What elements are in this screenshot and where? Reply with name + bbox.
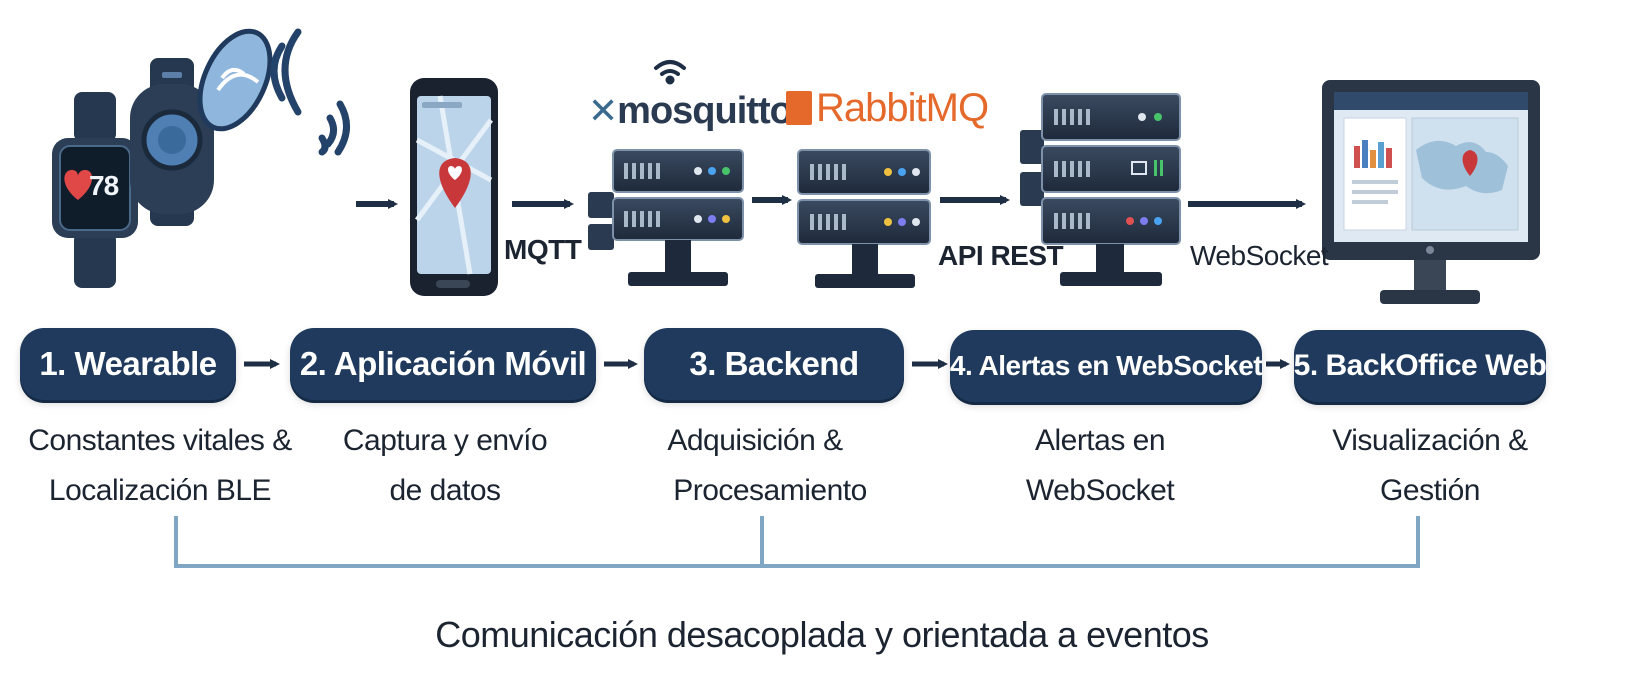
description-line: Constantes vitales & xyxy=(28,424,292,457)
flow-arrows-top xyxy=(356,195,1306,209)
watch-heart-rate: 78 xyxy=(89,170,119,201)
stage-wearable: 1. Wearable xyxy=(20,328,236,400)
description-line: Alertas en xyxy=(1034,424,1166,457)
description-line: WebSocket xyxy=(1025,474,1175,507)
server-icon xyxy=(588,149,744,286)
monitor-icon xyxy=(1322,80,1540,304)
signal-waves-icon xyxy=(270,28,350,156)
protocol-mqtt-label: MQTT xyxy=(504,234,582,265)
ble-beacon-icon xyxy=(130,28,273,226)
stage-websocket-alerts-description: Alertas en WebSocket xyxy=(960,416,1240,516)
footer-caption: Comunicación desacoplada y orientada a e… xyxy=(435,614,1209,655)
stage-backend-description: Adquisición & Procesamiento xyxy=(630,416,910,516)
description-line: Captura y envío xyxy=(342,424,548,457)
description-line: de datos xyxy=(389,474,501,507)
heart-icon xyxy=(64,170,93,200)
smartwatch-icon xyxy=(52,92,138,288)
rabbitmq-logo-text: RabbitMQ xyxy=(816,86,989,130)
description-line: Procesamiento xyxy=(673,474,867,507)
map-pin-icon xyxy=(439,158,471,208)
stage-backend: 3. Backend xyxy=(644,328,904,400)
server-icon xyxy=(797,149,931,288)
stage-wearable-description: Constantes vitales & Localización BLE xyxy=(10,416,310,516)
server-icon xyxy=(1020,93,1181,286)
protocol-api-rest-label: API REST xyxy=(938,240,1064,271)
stage-backoffice-description: Visualización & Gestión xyxy=(1290,416,1570,516)
wifi-icon xyxy=(654,60,686,85)
stage-backoffice-web: 5. BackOffice Web xyxy=(1294,330,1547,402)
event-bus-bracket xyxy=(174,516,1420,568)
mosquitto-logo-text: mosquitto xyxy=(617,90,793,132)
description-line: Localización BLE xyxy=(48,474,272,507)
description-line: Gestión xyxy=(1380,474,1480,507)
protocol-websocket-label: WebSocket xyxy=(1190,240,1329,271)
stage-websocket-alerts: 4. Alertas en WebSocket xyxy=(950,330,1263,402)
stage-mobile-app-description: Captura y envío de datos xyxy=(300,416,590,516)
stage-mobile-app: 2. Aplicación Móvil xyxy=(290,328,596,400)
description-line: Visualización & xyxy=(1332,424,1528,457)
mosquitto-logo: ✕mosquitto xyxy=(588,90,793,133)
rabbitmq-logo: RabbitMQ xyxy=(786,86,989,131)
description-line: Adquisición & xyxy=(667,424,843,457)
rabbitmq-mark-icon xyxy=(786,91,812,125)
mosquitto-mark-icon: ✕ xyxy=(588,90,618,131)
